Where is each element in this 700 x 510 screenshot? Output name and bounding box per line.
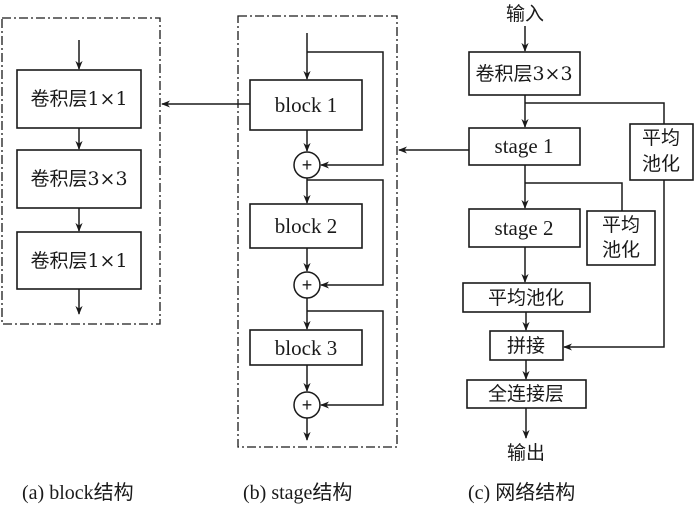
skip-connection-2 <box>307 179 384 289</box>
add-symbol-3: + <box>302 395 313 415</box>
input-label: 输入 <box>506 3 544 25</box>
block-3-label: block 3 <box>275 336 337 360</box>
stage-2-label: stage 2 <box>495 216 554 240</box>
avg-pool-branch-1-line1: 平均 <box>642 127 680 149</box>
avg-pool-main-box <box>462 282 591 313</box>
output-label: 输出 <box>507 442 545 464</box>
conv3x3-label: 卷积层3×3 <box>30 168 127 190</box>
avg-pool-branch-2-line1: 平均 <box>602 214 640 236</box>
caption-b: (b) stage结构 <box>243 481 352 504</box>
panel-b-stage-structure: block 1 + block 2 + block 3 + <box>237 15 398 448</box>
conv1x1-top-label: 卷积层1×1 <box>30 88 127 110</box>
panel-b-frame <box>237 15 398 448</box>
caption-a: (a) block结构 <box>22 481 134 504</box>
conv1x1-bottom-box <box>16 231 142 290</box>
add-symbol-2: + <box>302 275 313 295</box>
concat-box <box>489 330 564 361</box>
conv1x1-bottom-label: 卷积层1×1 <box>30 250 127 272</box>
avg-pool-main-label: 平均池化 <box>488 287 564 309</box>
avg-pool-branch-1-box <box>629 123 694 181</box>
avg-pool-branch-2-box <box>586 210 656 266</box>
block-2-box <box>249 203 363 249</box>
branch-to-pool-1 <box>525 102 665 124</box>
skip-connection-3 <box>307 310 384 409</box>
conv3x3-stem-label: 卷积层3×3 <box>475 63 572 85</box>
block-3-box <box>249 329 363 366</box>
avg-pool-branch-1-line2: 池化 <box>642 153 680 175</box>
avg-pool-branch-2-line2: 池化 <box>602 239 640 261</box>
caption-c: (c) 网络结构 <box>468 481 575 504</box>
arrow-pool-1-to-concat <box>563 180 665 351</box>
stage-1-box <box>468 127 581 166</box>
block-1-box <box>249 79 363 131</box>
fc-layer-label: 全连接层 <box>488 383 564 405</box>
branch-to-pool-2 <box>525 182 623 211</box>
panel-a-block-structure: 卷积层1×1 卷积层3×3 卷积层1×1 <box>1 17 161 325</box>
panel-a-frame <box>1 17 161 325</box>
add-symbol-1: + <box>302 155 313 175</box>
block-2-label: block 2 <box>275 214 337 238</box>
conv3x3-box <box>16 149 142 209</box>
fc-layer-box <box>466 379 587 409</box>
panel-c-network-structure: 输入 卷积层3×3 平均 池化 stage 1 平均 池化 stage 2 平均… <box>462 3 694 464</box>
concat-label: 拼接 <box>507 335 545 357</box>
skip-connection-1 <box>307 51 384 169</box>
stage-1-label: stage 1 <box>495 134 554 158</box>
block-1-label: block 1 <box>275 93 337 117</box>
